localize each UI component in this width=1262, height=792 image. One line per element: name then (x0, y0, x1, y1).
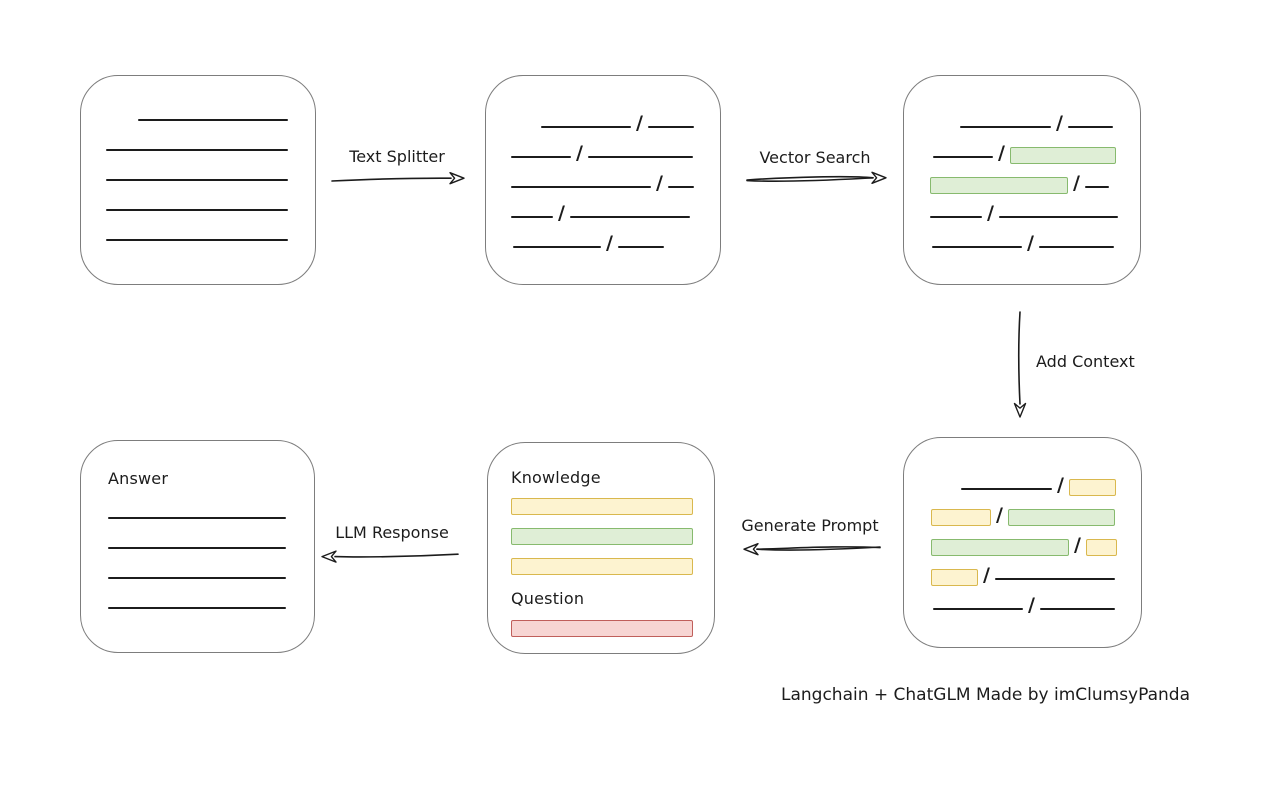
green-highlight-chip (930, 177, 1068, 194)
text-line (1039, 608, 1115, 610)
yellow-highlight-chip (511, 558, 693, 575)
green-highlight-chip (1007, 509, 1115, 526)
slash-separator: / (1027, 232, 1034, 254)
answer-box: Answer (80, 440, 315, 653)
yellow-highlight-chip (1085, 539, 1117, 556)
text-line (998, 216, 1118, 218)
slash-separator: / (1073, 172, 1080, 194)
vector-search-arrow (746, 171, 887, 184)
slash-separator: / (1028, 594, 1035, 616)
llm-response-label: LLM Response (335, 523, 449, 542)
knowledge-label: Knowledge (511, 468, 601, 487)
source-document-box (80, 75, 316, 285)
yellow-highlight-chip (1068, 479, 1116, 496)
text-line (587, 156, 693, 158)
text-line (933, 608, 1023, 610)
generate-prompt-arrow (743, 543, 881, 556)
text-line (960, 126, 1051, 128)
text-line (108, 517, 286, 519)
text-line (1067, 126, 1113, 128)
text-line (569, 216, 690, 218)
text-splitter-arrow (331, 172, 465, 185)
add-context-label: Add Context (1036, 352, 1135, 371)
text-line (933, 156, 993, 158)
text-line (106, 149, 288, 151)
slash-separator: / (576, 142, 583, 164)
text-line (994, 578, 1115, 580)
generate-prompt-label: Generate Prompt (741, 516, 879, 535)
slash-separator: / (1056, 112, 1063, 134)
context-box: / / / / / (903, 437, 1142, 648)
llm-response-arrow (321, 550, 459, 563)
text-line (106, 209, 288, 211)
slash-separator: / (656, 172, 663, 194)
text-line (930, 216, 982, 218)
text-line (1038, 246, 1114, 248)
slash-separator: / (996, 504, 1003, 526)
yellow-highlight-chip (931, 569, 978, 586)
text-line (106, 239, 288, 241)
text-line (667, 186, 694, 188)
text-line (617, 246, 664, 248)
slash-separator: / (558, 202, 565, 224)
add-context-arrow (1013, 311, 1027, 418)
green-highlight-chip (511, 528, 693, 545)
text-line (541, 126, 631, 128)
text-chunks-box: / / / / / (485, 75, 721, 285)
vector-search-result-box: / / / / / (903, 75, 1141, 285)
slash-separator: / (998, 142, 1005, 164)
text-line (108, 547, 286, 549)
text-line (647, 126, 694, 128)
question-label: Question (511, 589, 585, 608)
text-line (106, 179, 288, 181)
text-line (108, 607, 286, 609)
credit-caption: Langchain + ChatGLM Made by imClumsyPand… (781, 685, 1190, 705)
text-line (1084, 186, 1109, 188)
green-highlight-chip (1009, 147, 1116, 164)
green-highlight-chip (931, 539, 1069, 556)
yellow-highlight-chip (931, 509, 991, 526)
text-line (138, 119, 288, 121)
slash-separator: / (1057, 474, 1064, 496)
slash-separator: / (983, 564, 990, 586)
answer-label: Answer (108, 469, 169, 488)
slash-separator: / (1074, 534, 1081, 556)
text-line (961, 488, 1052, 490)
text-line (108, 577, 286, 579)
slash-separator: / (636, 112, 643, 134)
vector-search-label: Vector Search (759, 148, 871, 167)
text-line (511, 216, 553, 218)
text-line (513, 246, 601, 248)
slash-separator: / (606, 232, 613, 254)
slash-separator: / (987, 202, 994, 224)
text-line (511, 156, 571, 158)
red-highlight-chip (511, 620, 693, 637)
text-line (932, 246, 1022, 248)
text-line (511, 186, 651, 188)
yellow-highlight-chip (511, 498, 693, 515)
text-splitter-label: Text Splitter (349, 147, 445, 166)
